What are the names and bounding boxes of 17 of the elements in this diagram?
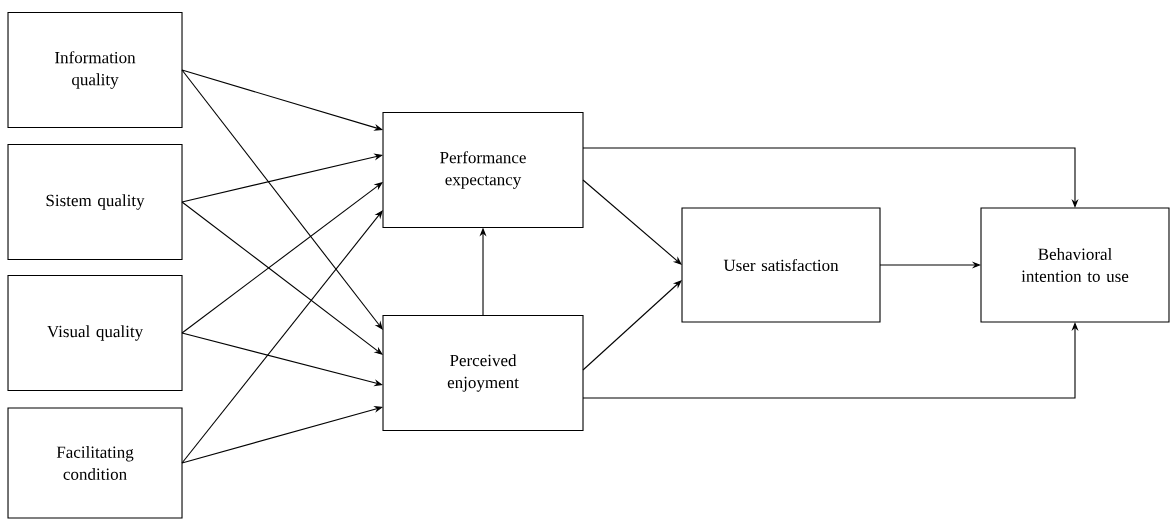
- box: Sistem quality: [7, 143, 183, 261]
- arrow: [181, 182, 383, 334]
- box: User satisfaction: [681, 207, 881, 323]
- box: Facilitating condition: [7, 407, 183, 519]
- box: Behavioral intention to use: [980, 207, 1170, 323]
- box: Perceived enjoyment: [382, 314, 584, 432]
- arrow: [181, 69, 383, 131]
- arrow: [181, 69, 383, 330]
- arrow: [181, 210, 383, 464]
- arrow: [181, 153, 383, 203]
- arrow: [582, 280, 682, 371]
- box: Performance expectancy: [382, 111, 584, 229]
- arrow: [181, 406, 383, 464]
- arrow: [181, 201, 383, 355]
- arrow: [582, 179, 682, 265]
- box: Information quality: [7, 11, 183, 129]
- box: Visual quality: [7, 274, 183, 392]
